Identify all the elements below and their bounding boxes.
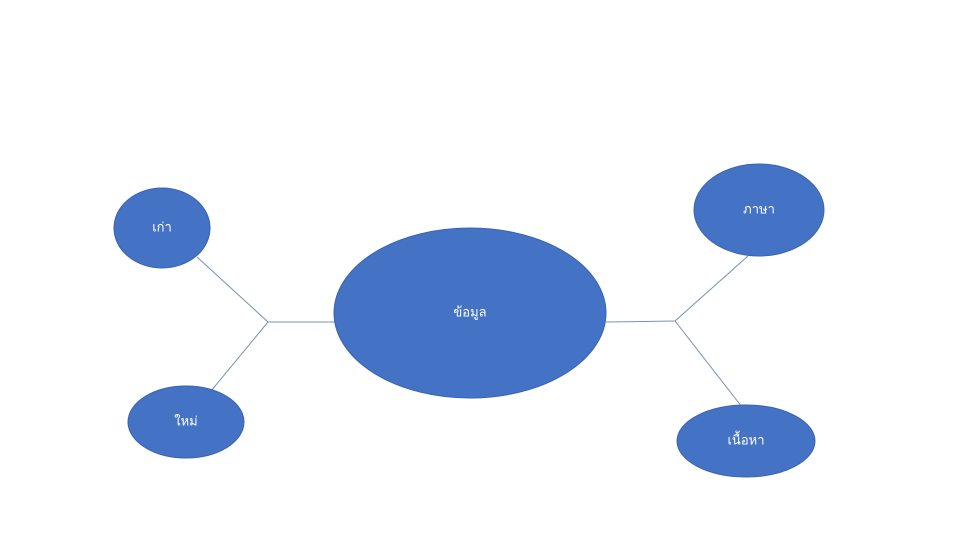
connector-left-junction-to-old <box>196 256 269 323</box>
node-old[interactable]: เก่า <box>113 187 211 269</box>
connector-left-junction-to-new <box>210 321 269 392</box>
node-center[interactable]: ข้อมูล <box>333 227 607 399</box>
node-old-label: เก่า <box>152 221 172 236</box>
node-content-label: เนื้อหา <box>727 431 764 449</box>
node-new-shape <box>127 385 245 459</box>
node-new-label: ใหม่ <box>174 414 198 430</box>
node-content-shape <box>676 404 816 478</box>
node-language-label: ภาษา <box>743 203 775 218</box>
node-new[interactable]: ใหม่ <box>127 385 245 459</box>
connector-right-junction-to-content <box>674 320 743 408</box>
node-center-shape <box>333 227 607 399</box>
connector-center-to-right-junction <box>605 320 676 323</box>
connector-right-junction-to-language <box>674 255 749 322</box>
node-language[interactable]: ภาษา <box>693 163 825 257</box>
node-old-shape <box>113 187 211 269</box>
node-content[interactable]: เนื้อหา <box>676 404 816 478</box>
node-language-shape <box>693 163 825 257</box>
node-center-label: ข้อมูล <box>453 306 486 321</box>
